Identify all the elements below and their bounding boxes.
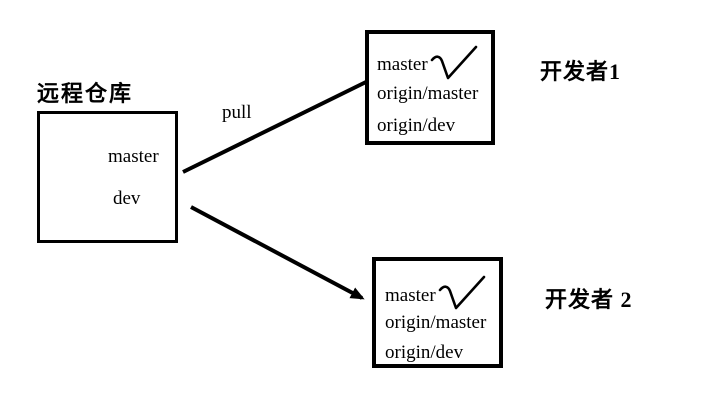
remote-branch-master: master (108, 146, 159, 167)
developer2-ref-origin-master: origin/master (385, 312, 487, 333)
remote-repo-label: 远程仓库 (37, 81, 134, 106)
developer2-branch-master: master (385, 285, 436, 306)
developer2-ref-origin-dev: origin/dev (385, 342, 464, 363)
developer2-box: master origin/master origin/dev (372, 257, 503, 368)
pull-label: pull (222, 102, 252, 123)
developer1-ref-origin-dev: origin/dev (377, 115, 456, 136)
checkmark-icon (430, 45, 478, 80)
pull-line-to-developer2 (190, 205, 365, 300)
developer1-box: master origin/master origin/dev (365, 30, 495, 145)
developer1-branch-master: master (377, 54, 428, 75)
developer1-label: 开发者1 (540, 59, 622, 84)
remote-branch-dev: dev (113, 188, 141, 209)
pull-line-to-developer1 (182, 80, 367, 174)
remote-repo-box: master dev (37, 111, 178, 243)
developer2-label: 开发者 2 (545, 287, 633, 312)
developer1-ref-origin-master: origin/master (377, 83, 479, 104)
checkmark-icon (438, 275, 486, 310)
